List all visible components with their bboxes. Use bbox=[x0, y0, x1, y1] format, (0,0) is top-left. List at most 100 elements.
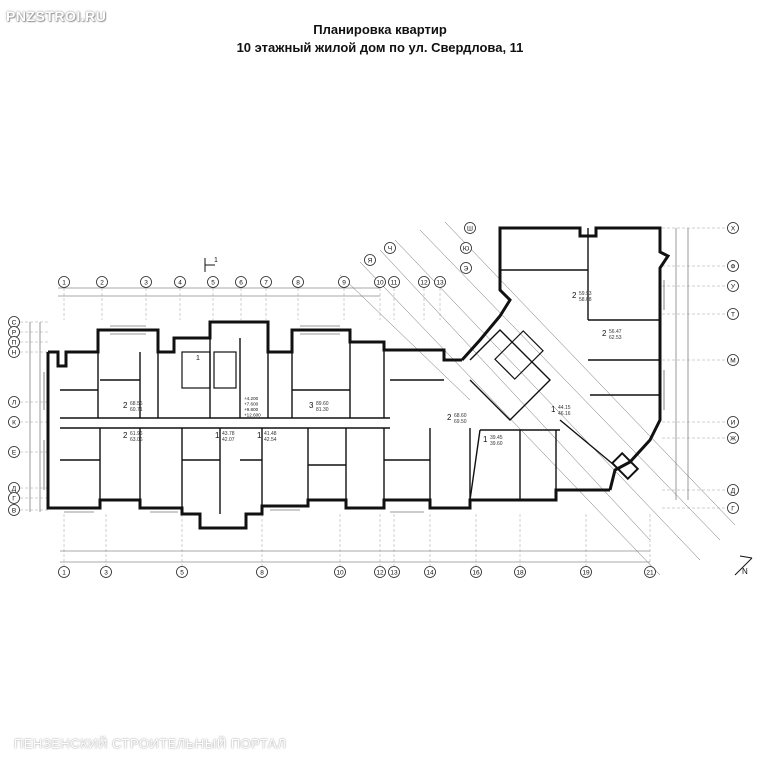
apartment-rooms: 2 bbox=[602, 329, 607, 338]
level-marks: +4.200+7.600+9.800+12.600 bbox=[244, 396, 261, 418]
axis-top-bubble-5: 5 bbox=[207, 276, 219, 288]
axis-right-bubble-2-label: У bbox=[731, 284, 736, 291]
axis-right-bubble-0-label: Х bbox=[731, 226, 736, 233]
axis-top-bubble-13-label: 13 bbox=[436, 280, 444, 287]
axis-left-bubble-4-label: Л bbox=[12, 400, 16, 407]
axis-diag-bubble-3-label: Ч bbox=[388, 246, 392, 253]
axis-top-bubble-11-label: 11 bbox=[391, 280, 398, 287]
axis-top-bubble-10-label: 10 bbox=[376, 280, 384, 287]
axis-right-bubble-3: Т bbox=[727, 308, 739, 320]
axis-left-bubble-3-label: Н bbox=[12, 350, 17, 357]
axis-bottom-bubble-12-label: 12 bbox=[376, 570, 384, 577]
axis-top-bubble-12-label: 12 bbox=[420, 280, 428, 287]
axis-diag-bubble-4-label: Я bbox=[368, 258, 373, 265]
axis-bottom-bubble-5-label: 5 bbox=[180, 570, 184, 577]
window-marks bbox=[43, 280, 665, 513]
axis-top-bubble-10: 10 bbox=[374, 276, 386, 288]
axis-right-bubble-8-label: Г bbox=[731, 506, 735, 513]
axis-bottom-bubble-12: 12 bbox=[374, 566, 386, 578]
apartment-living-area: 39.60 bbox=[490, 441, 503, 447]
axis-diag-bubble-2-label: Э bbox=[464, 266, 469, 273]
axis-top-bubble-7: 7 bbox=[260, 276, 272, 288]
apartment-area: 68.56 bbox=[130, 401, 143, 407]
dimension-lines bbox=[29, 228, 689, 563]
axis-diag-bubble-0-label: Ш bbox=[467, 226, 473, 233]
apartment-living-area: 60.71 bbox=[130, 407, 143, 413]
axis-right-bubble-5: И bbox=[727, 416, 739, 428]
axis-right-bubble-3-label: Т bbox=[731, 312, 735, 319]
axis-top-bubble-4: 4 bbox=[174, 276, 186, 288]
footer-text: ПЕНЗЕНСКИЙ СТРОИТЕЛЬНЫЙ ПОРТАЛ bbox=[14, 736, 287, 751]
apartment-area: 89.60 bbox=[316, 401, 329, 407]
axis-left-bubble-6: Е bbox=[8, 446, 20, 458]
building-walls bbox=[46, 226, 671, 530]
axis-bottom-bubble-1: 1 bbox=[58, 566, 70, 578]
apartment-living-area: 58.68 bbox=[579, 297, 592, 303]
axis-left-bubble-3: Н bbox=[8, 346, 20, 358]
axis-top-bubble-1-label: 1 bbox=[62, 280, 66, 287]
apartment-living-area: 46.16 bbox=[558, 411, 571, 417]
apartment-living-area: 62.53 bbox=[609, 335, 622, 341]
apartment-area: 44.15 bbox=[558, 405, 571, 411]
axis-right-bubble-6-label: Ж bbox=[730, 436, 736, 443]
axis-top-bubble-3: 3 bbox=[140, 276, 152, 288]
axis-left-bubble-5-label: К bbox=[12, 420, 16, 427]
axis-right-bubble-4-label: М bbox=[730, 358, 735, 365]
section-mark-label-2: 1 bbox=[196, 355, 200, 362]
axis-diag-bubble-2: Э bbox=[460, 262, 472, 274]
axis-left-bubble-8: Г bbox=[8, 492, 20, 504]
axis-bottom-bubble-18-label: 18 bbox=[516, 570, 524, 577]
axis-top-bubble-3-label: 3 bbox=[144, 280, 148, 287]
apartment-area: 56.47 bbox=[609, 329, 622, 335]
axis-gridlines bbox=[20, 227, 727, 566]
apartment-living-area: 69.50 bbox=[454, 419, 467, 425]
apartment-rooms: 1 bbox=[215, 431, 220, 440]
apartment-living-area: 81.30 bbox=[316, 407, 329, 413]
axis-bottom-bubble-3-label: 3 bbox=[104, 570, 108, 577]
axis-top-bubble-12: 12 bbox=[418, 276, 430, 288]
page-title: Планировка квартир bbox=[313, 22, 447, 37]
axis-top-bubble-1: 1 bbox=[58, 276, 70, 288]
axis-bottom-bubble-18: 18 bbox=[514, 566, 526, 578]
axis-bottom-bubble-1-label: 1 bbox=[62, 570, 66, 577]
axis-diag-bubble-1: Ю bbox=[460, 242, 472, 254]
axis-left-bubble-8-label: Г bbox=[12, 496, 16, 503]
axis-bottom-bubble-16: 16 bbox=[470, 566, 482, 578]
apartment-area: 61.96 bbox=[130, 431, 143, 437]
axis-left-bubble-6-label: Е bbox=[12, 450, 17, 457]
axis-top-bubble-7-label: 7 bbox=[264, 280, 268, 287]
axis-diag-bubble-1-label: Ю bbox=[463, 246, 470, 253]
apartment-area: 43.78 bbox=[222, 431, 235, 437]
level-mark: +7.600 bbox=[244, 402, 259, 407]
axis-top-bubble-5-label: 5 bbox=[211, 280, 215, 287]
axis-top-bubble-9-label: 9 bbox=[342, 280, 346, 287]
apartment-area: 41.48 bbox=[264, 431, 277, 437]
axis-diag-bubble-3: Ч bbox=[384, 242, 396, 254]
axis-top-bubble-6-label: 6 bbox=[239, 280, 243, 287]
diagonal-grid bbox=[339, 221, 736, 576]
axis-bottom-bubble-21: 21 bbox=[644, 566, 656, 578]
axis-right-bubble-1: Ф bbox=[727, 260, 739, 272]
apartment-area: 39.45 bbox=[490, 435, 503, 441]
axis-bottom-bubble-8: 8 bbox=[256, 566, 268, 578]
axis-bottom-bubble-16-label: 16 bbox=[472, 570, 480, 577]
axis-right-bubble-5-label: И bbox=[731, 420, 736, 427]
axis-right-bubble-1-label: Ф bbox=[731, 264, 736, 271]
axis-bottom-bubble-5: 5 bbox=[176, 566, 188, 578]
axis-bottom-bubble-13-label: 13 bbox=[390, 570, 398, 577]
axis-top-bubble-2: 2 bbox=[96, 276, 108, 288]
apartment-living-area: 63.06 bbox=[130, 437, 143, 443]
axis-left-bubble-9-label: В bbox=[12, 508, 16, 515]
north-arrow-icon bbox=[734, 555, 753, 576]
axis-left-bubble-0-label: С bbox=[12, 320, 17, 327]
